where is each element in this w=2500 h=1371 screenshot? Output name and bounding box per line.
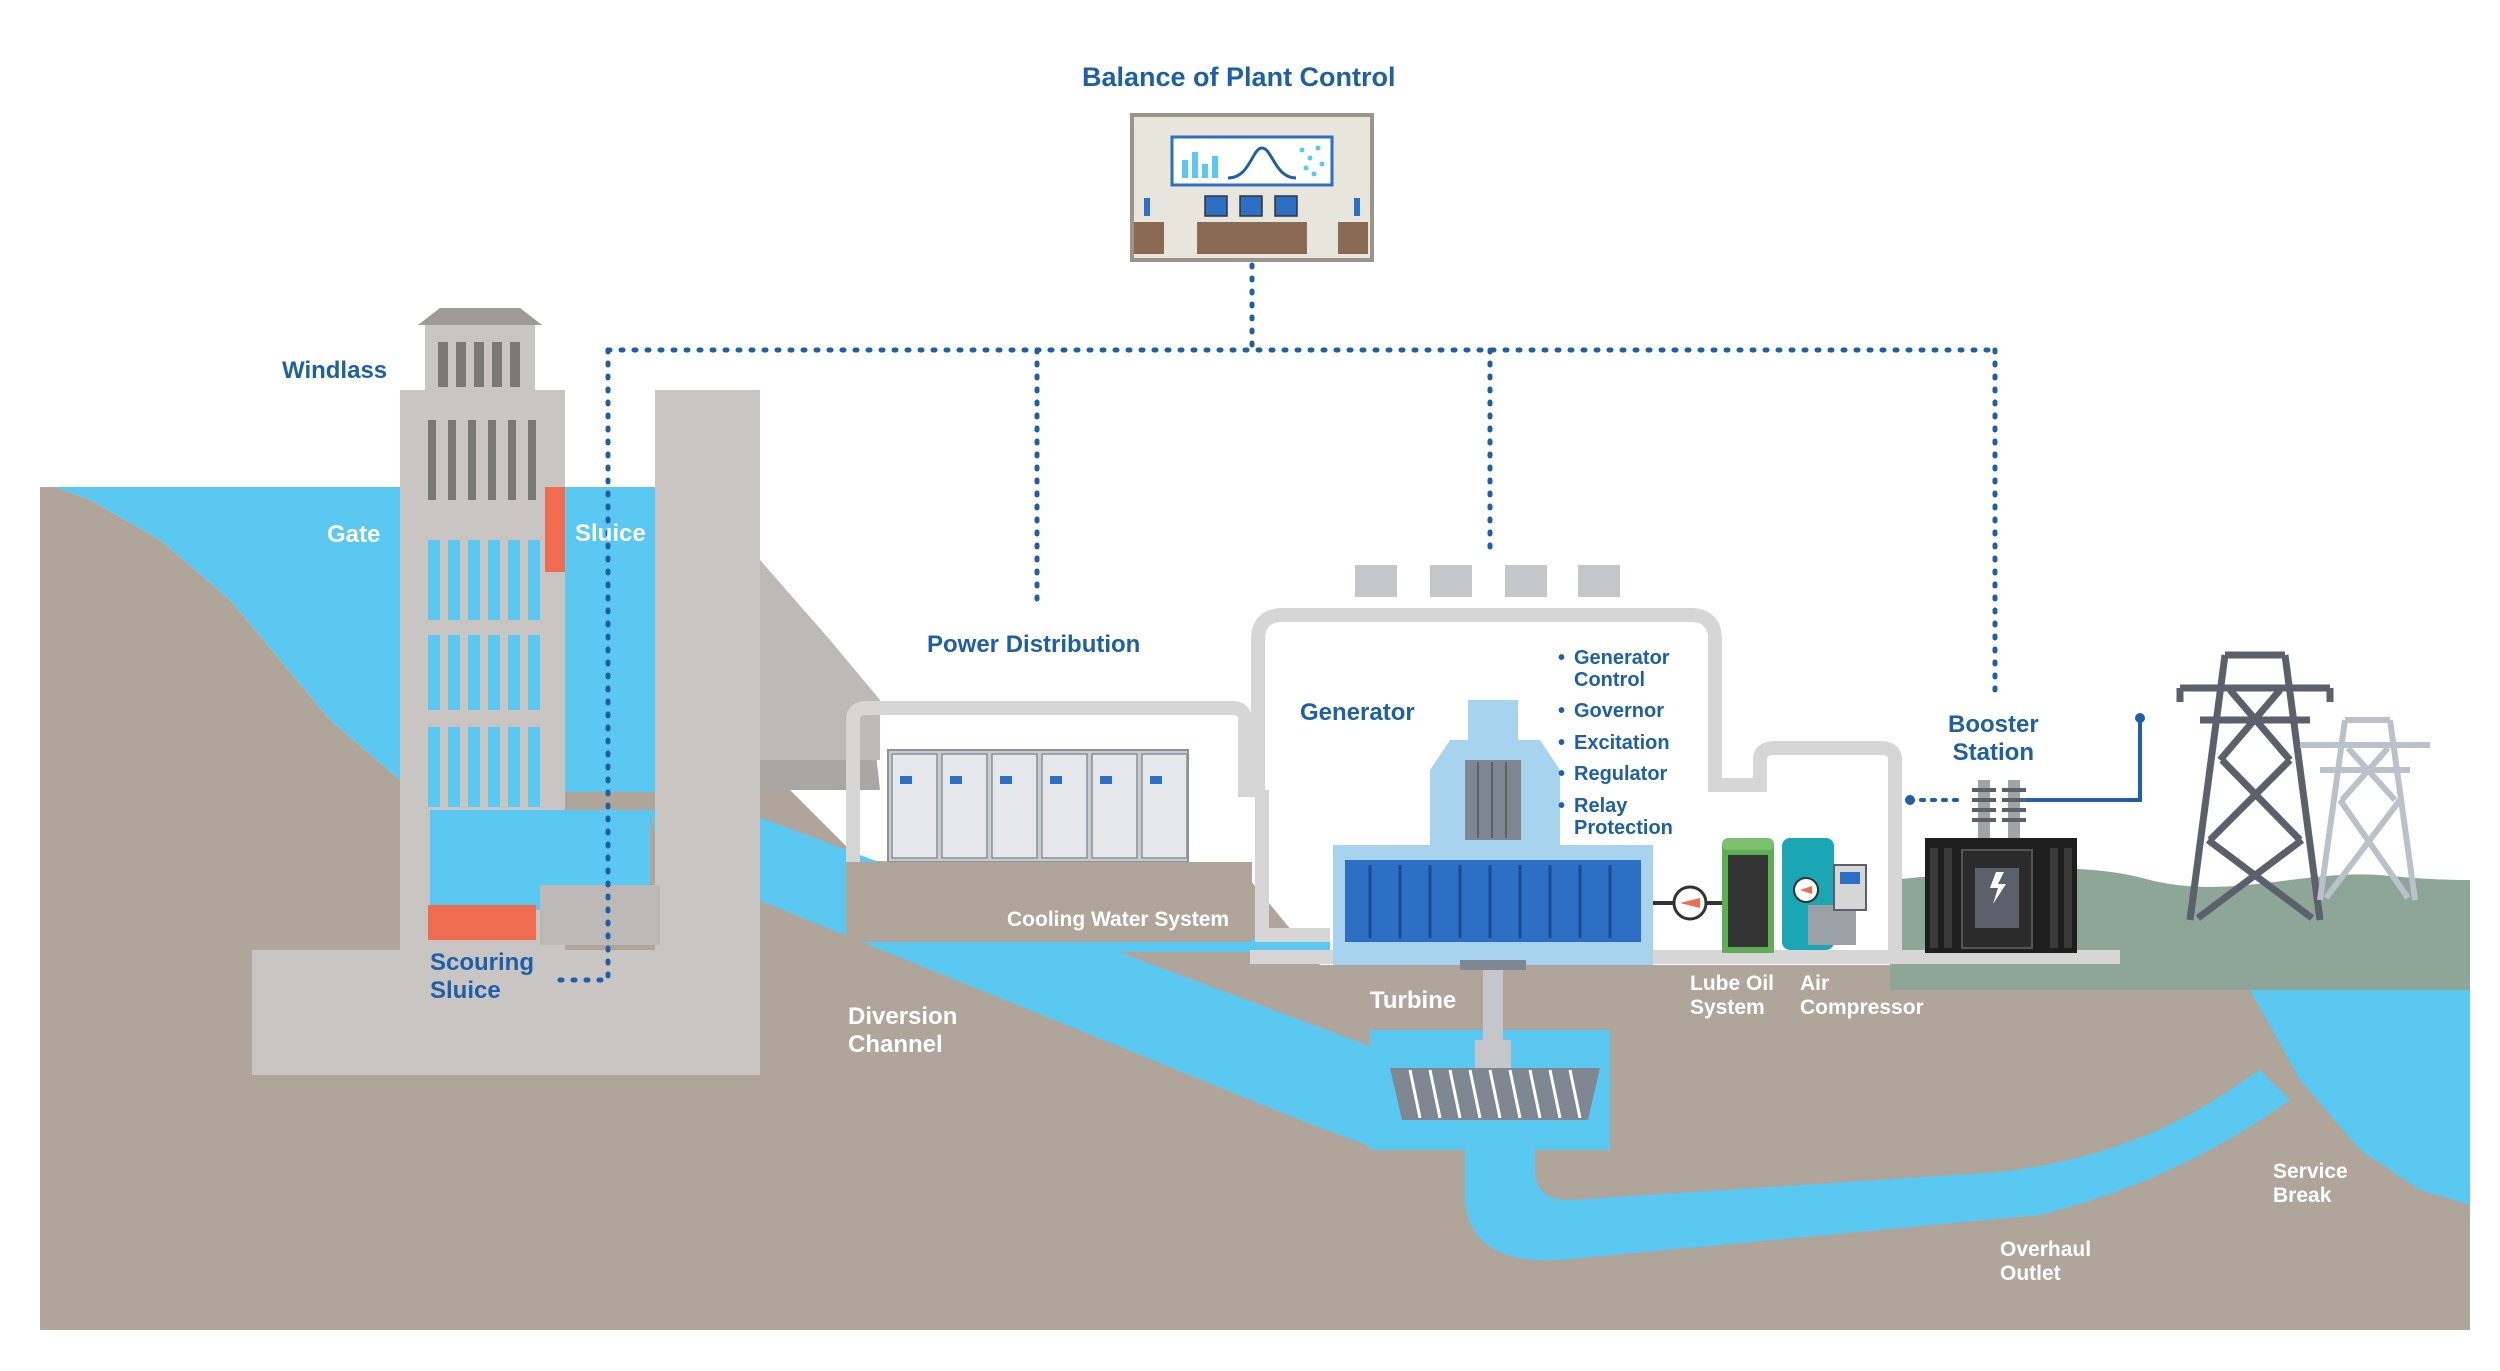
control-function-item: Generator Control — [1558, 647, 1724, 691]
scouring-gate-red — [428, 905, 536, 940]
label-generator: Generator — [1300, 699, 1415, 726]
label-service-break-line1: Service — [2273, 1160, 2348, 1183]
label-cooling-water-system: Cooling Water System — [1007, 908, 1230, 931]
label-booster-line2: Station — [1952, 739, 2034, 767]
label-overhaul-outlet-line2: Outlet — [2000, 1262, 2061, 1286]
dam-base — [252, 950, 760, 1075]
label-air-compressor-line1: Air — [1800, 972, 1830, 995]
control-function-item: Relay Protection — [1558, 795, 1724, 839]
label-sluice: Sluice — [575, 520, 646, 547]
label-air-compressor-line2: Compressor — [1800, 996, 1924, 1020]
control-function-item: Regulator — [1558, 764, 1724, 786]
transmission-tower-back — [2300, 717, 2430, 901]
switchgear-cabinets — [887, 749, 1189, 863]
lube-oil-air-compressor — [1653, 838, 1867, 953]
label-diversion-channel-line2: Channel — [848, 1031, 943, 1059]
tailrace-channel — [1465, 1070, 2290, 1261]
control-function-item: Excitation — [1558, 732, 1724, 755]
label-turbine: Turbine — [1370, 987, 1457, 1014]
label-windlass: Windlass — [282, 357, 388, 384]
control-function-item: Governor — [1558, 701, 1724, 723]
control-functions-list: Generator Control Governor Excitation Re… — [1558, 647, 1724, 849]
windlass-columns — [438, 342, 520, 387]
label-lube-oil-line1: Lube Oil — [1690, 972, 1774, 995]
label-air-compressor: Air Compressor — [1800, 972, 1924, 1019]
label-overhaul-outlet-line1: Overhaul — [2000, 1238, 2092, 1261]
left-hillside — [40, 487, 420, 1330]
label-booster-line1: Booster — [1948, 711, 2039, 738]
turbine-runner — [1390, 1040, 1600, 1120]
label-diversion-channel-line1: Diversion — [848, 1003, 958, 1030]
transmission-tower-front — [2176, 651, 2334, 921]
distribution-floor — [846, 862, 1252, 942]
river-right — [2250, 990, 2470, 1205]
roof-vents — [1355, 565, 1620, 597]
windlass-roof — [418, 308, 542, 325]
label-lube-oil-line2: System — [1690, 996, 1765, 1020]
label-service-break: Service Break — [2273, 1160, 2348, 1207]
label-gate: Gate — [327, 521, 381, 548]
power-distribution-enclosure — [846, 701, 1252, 875]
booster-transformer — [1905, 713, 2145, 953]
label-scouring-sluice-line2: Sluice — [430, 977, 501, 1005]
sluice-tower — [655, 390, 760, 950]
page-title: Balance of Plant Control — [1082, 62, 1396, 92]
label-diversion-channel: Diversion Channel — [848, 1003, 958, 1059]
label-service-break-line2: Break — [2273, 1184, 2332, 1208]
label-lube-oil-system: Lube Oil System — [1690, 972, 1774, 1019]
control-network-links — [552, 262, 1998, 983]
gate-windows — [428, 420, 540, 807]
scouring-sluice-block — [540, 885, 660, 945]
label-power-distribution: Power Distribution — [927, 631, 1141, 658]
label-booster-station: Booster Station — [1948, 711, 2039, 767]
sluice-gate-red — [545, 487, 565, 572]
label-scouring-sluice-line1: Scouring — [430, 949, 535, 976]
enclosure-left-wall — [1255, 790, 1330, 942]
generator-unit — [1333, 700, 1653, 1045]
label-overhaul-outlet: Overhaul Outlet — [2000, 1238, 2091, 1285]
label-scouring-sluice: Scouring Sluice — [430, 949, 535, 1005]
control-room — [1130, 113, 1374, 262]
